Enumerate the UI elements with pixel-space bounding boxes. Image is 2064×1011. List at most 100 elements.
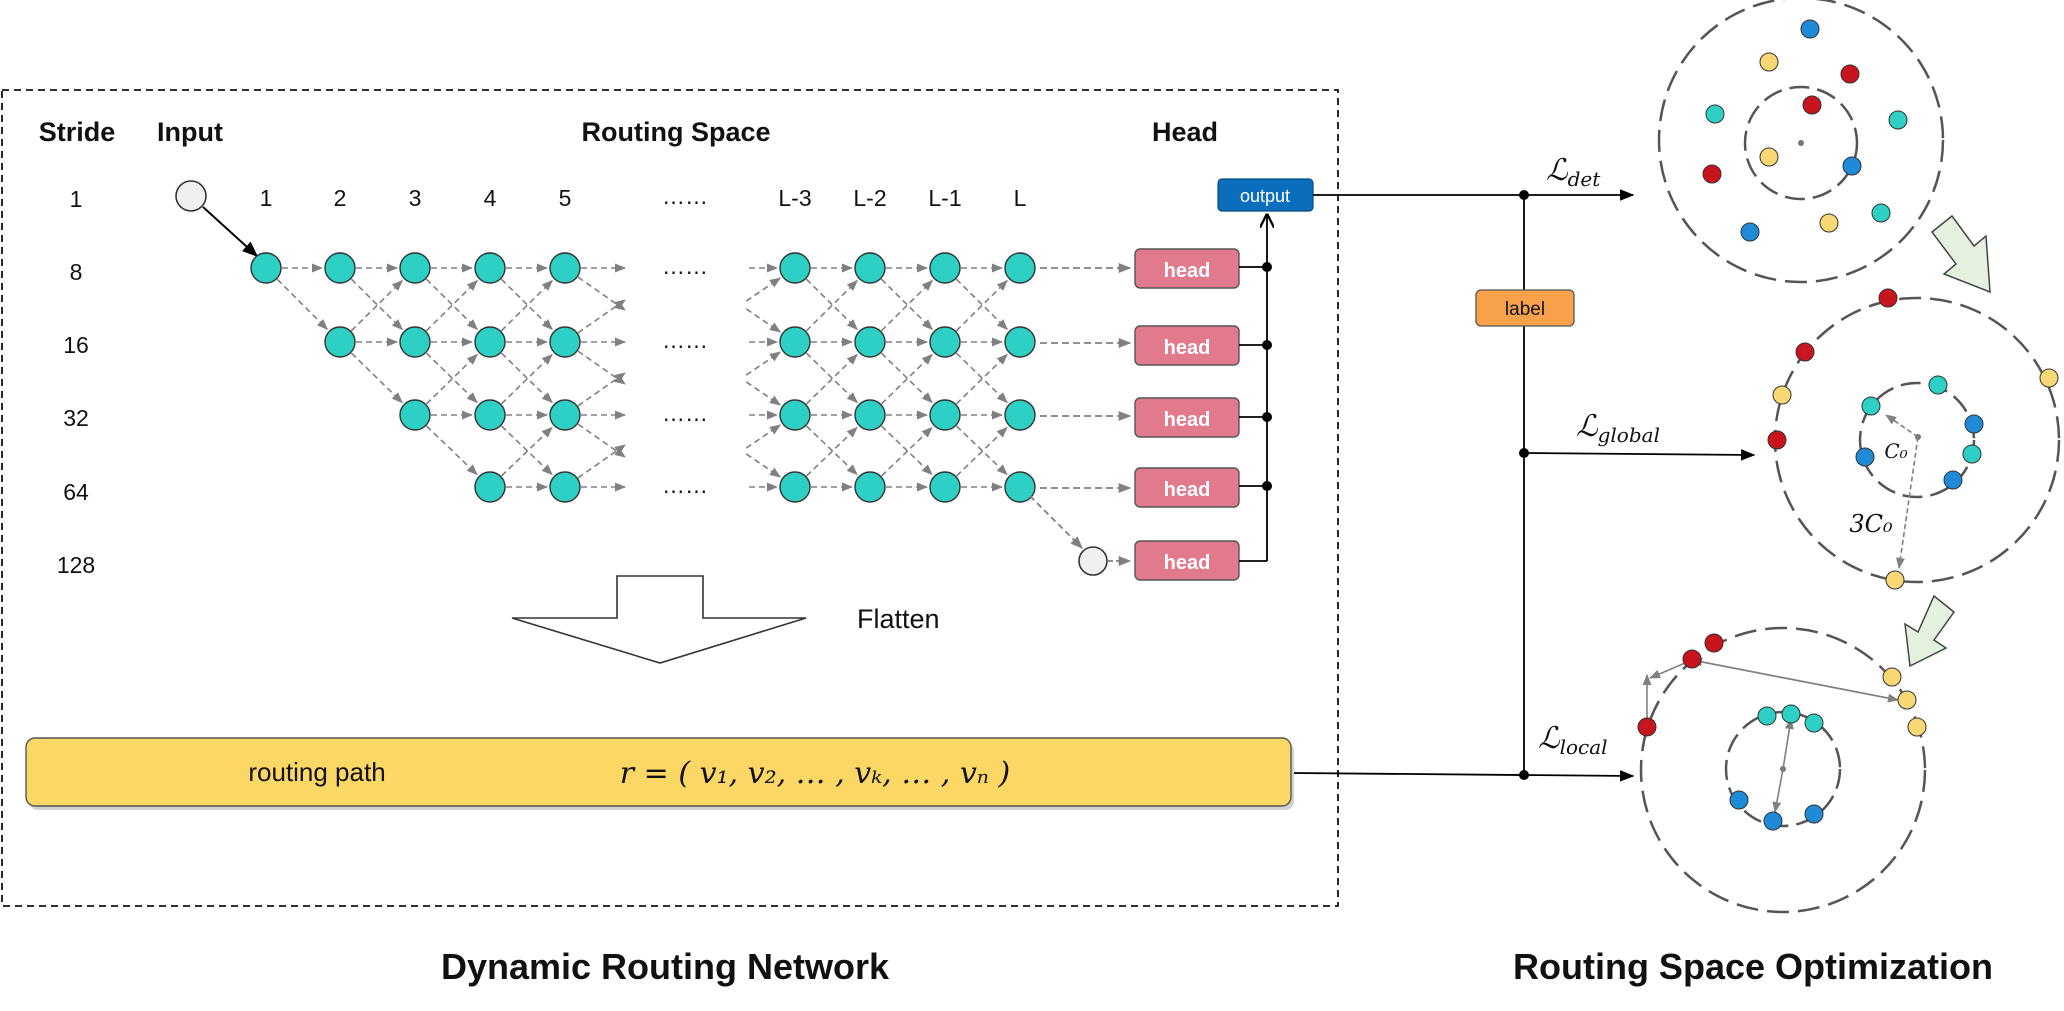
routing-node xyxy=(324,252,356,284)
head-label: head xyxy=(1164,409,1211,431)
dashed-edge xyxy=(500,353,553,405)
sample-dot-red xyxy=(1682,649,1702,669)
dashed-edge xyxy=(577,350,626,385)
routing-node xyxy=(854,399,886,431)
routing-node xyxy=(779,471,811,503)
dashed-edge xyxy=(745,381,782,406)
sample-dot-teal xyxy=(1962,444,1982,464)
dashed-edge xyxy=(805,353,858,405)
dashed-edge xyxy=(805,278,858,331)
layer-label: L xyxy=(1014,185,1027,211)
sample-dot-teal xyxy=(1781,704,1801,724)
push-arrow xyxy=(1690,657,1899,701)
sample-dot-blue xyxy=(1729,790,1749,810)
routing-node xyxy=(854,471,886,503)
dashed-edge xyxy=(577,276,626,311)
routing-edges xyxy=(276,263,1008,492)
routing-node xyxy=(549,471,581,503)
dashed-edge xyxy=(500,279,553,332)
sample-dot-teal xyxy=(1928,375,1948,395)
global-arrow xyxy=(1523,449,1756,461)
routing-path-formula: r = ( v₁, v₂, … , vₖ, … , vₙ ) xyxy=(620,756,1010,791)
head-box xyxy=(1134,467,1240,508)
row-ellipsis: …… xyxy=(662,253,708,279)
right-title: Routing Space Optimization xyxy=(1513,946,1993,987)
c0-label: C₀ xyxy=(1884,439,1907,463)
layer-label: 5 xyxy=(559,185,572,211)
sample-dot-blue xyxy=(1763,811,1783,831)
stride-label: 1 xyxy=(70,186,83,212)
routing-path-label: routing path xyxy=(248,757,385,787)
sample-dot-red xyxy=(1795,342,1815,362)
dashed-edge xyxy=(880,353,933,405)
input-node xyxy=(175,180,207,212)
dashed-edge xyxy=(955,278,1008,331)
loss-local: ℒlocal xyxy=(1538,721,1608,759)
sample-dot-teal xyxy=(1861,396,1881,416)
sample-dot-yellow xyxy=(1759,52,1779,72)
junction-dot xyxy=(1519,448,1529,458)
output-label: output xyxy=(1240,186,1290,206)
flatten-arrow xyxy=(511,575,807,664)
dashed-edge xyxy=(350,279,403,332)
label-box xyxy=(1475,289,1575,327)
input-arrow xyxy=(202,206,259,258)
transition-arrow xyxy=(1904,594,1956,668)
routing-node xyxy=(474,471,506,503)
routing-node xyxy=(929,399,961,431)
junction-dot xyxy=(1519,770,1529,780)
dashed-edge xyxy=(880,278,933,331)
loss-global-sub: global xyxy=(1598,423,1660,447)
dashed-edge xyxy=(425,425,478,476)
dashed-edge xyxy=(425,352,478,404)
sample-dot-yellow xyxy=(1759,147,1779,167)
sample-dot-yellow xyxy=(1819,213,1839,233)
routing-node xyxy=(324,326,356,358)
embedding-space-local xyxy=(1637,626,1927,914)
dashed-edge xyxy=(425,279,478,332)
routing-node xyxy=(549,326,581,358)
dashed-edge xyxy=(955,426,1008,477)
sample-dot-red xyxy=(1704,633,1724,653)
layer-label: 3 xyxy=(409,185,422,211)
sample-dot-blue xyxy=(1804,804,1824,824)
local-arrow xyxy=(1293,770,1635,782)
layer-label: 4 xyxy=(484,185,497,211)
dashed-edge xyxy=(425,278,478,331)
dashed-edge xyxy=(955,425,1008,476)
dashed-edge xyxy=(880,426,933,477)
dashed-edge xyxy=(955,279,1008,332)
outer-dashed-circle xyxy=(1657,0,1945,284)
dashed-edge xyxy=(745,351,782,376)
dashed-edge xyxy=(805,352,858,404)
dashed-edge xyxy=(805,426,858,477)
loss-symbol: ℒ xyxy=(1538,721,1561,756)
center-dot xyxy=(1798,140,1804,146)
dashed-edge xyxy=(350,278,403,331)
sample-dot-red xyxy=(1840,64,1860,84)
dashed-edge xyxy=(745,277,782,302)
routing-nodes xyxy=(250,252,1036,503)
routing-node xyxy=(399,252,431,284)
layer-labels: 1 2 3 4 5 …… L-3 L-2 L-1 L xyxy=(260,183,1027,211)
sample-dot-red xyxy=(1802,95,1822,115)
routing-node xyxy=(399,399,431,431)
routing-path-bar xyxy=(25,737,1292,807)
head-label: head xyxy=(1164,552,1211,574)
routing-node xyxy=(474,252,506,284)
sample-dot-teal xyxy=(1871,203,1891,223)
layer-label: 1 xyxy=(260,185,273,211)
label-text: label xyxy=(1505,299,1545,320)
loss-global: ℒglobal xyxy=(1576,409,1660,447)
dashed-edge xyxy=(577,372,626,407)
routing-node xyxy=(1004,471,1036,503)
routing-node xyxy=(779,399,811,431)
inner-dashed-circle xyxy=(1743,85,1859,201)
sample-dot-teal xyxy=(1705,104,1725,124)
dashed-edge xyxy=(500,426,553,477)
inner-dashed-circle xyxy=(1858,381,1976,499)
routing-node xyxy=(929,326,961,358)
sample-dot-red xyxy=(1767,430,1787,450)
loss-det-sub: det xyxy=(1568,167,1602,191)
dashed-edge xyxy=(276,278,329,331)
